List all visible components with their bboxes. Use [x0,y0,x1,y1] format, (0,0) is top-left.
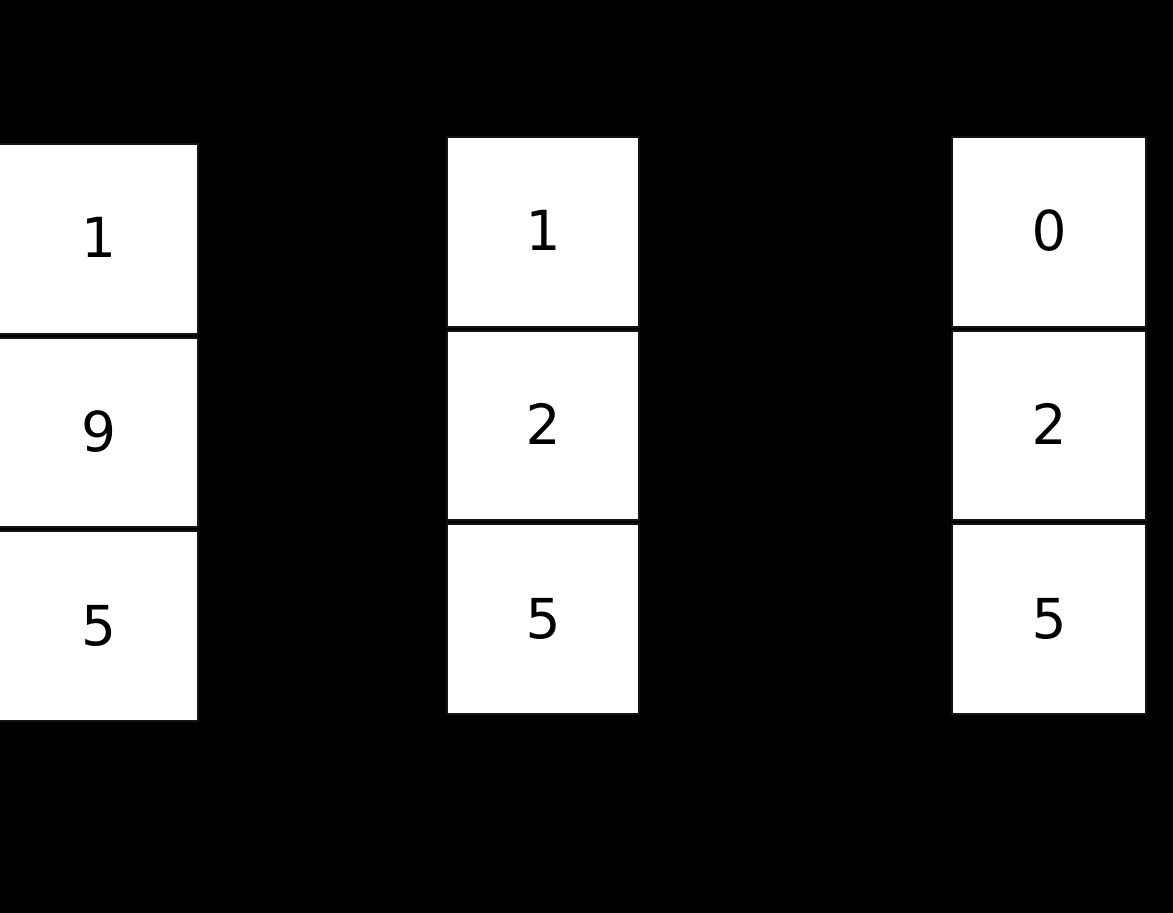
array-cell: 5 [446,523,640,715]
array-cell: 5 [0,530,199,722]
array-cell: 0 [951,136,1147,328]
array-cell: 5 [951,523,1147,715]
array-column-right: 0 2 5 [951,136,1147,715]
array-cell: 1 [0,143,199,335]
array-cell: 9 [0,336,199,529]
array-cell: 2 [951,329,1147,522]
array-cell: 2 [446,329,640,522]
array-column-left: 1 9 5 [0,143,199,722]
array-cell: 1 [446,136,640,328]
array-column-middle: 1 2 5 [446,136,640,715]
